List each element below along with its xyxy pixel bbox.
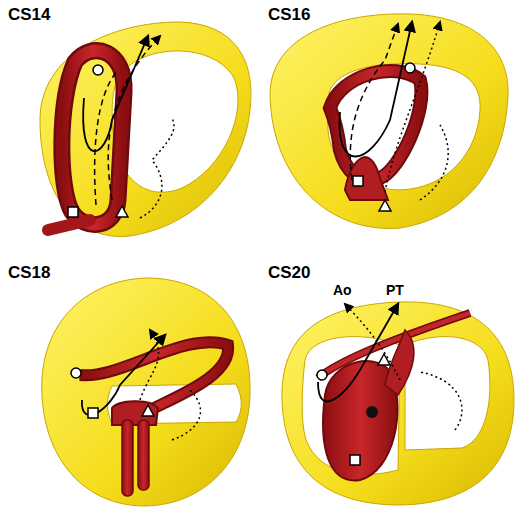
label-holder: CS20 bbox=[268, 264, 311, 283]
stage-label: CS16 bbox=[268, 6, 311, 25]
stage-label: CS20 bbox=[268, 264, 311, 283]
stage-label: CS14 bbox=[8, 6, 51, 25]
label-holder: PT bbox=[386, 283, 404, 298]
label-holder: CS18 bbox=[8, 264, 51, 283]
panel-cs14 bbox=[40, 22, 251, 236]
vessel-label: PT bbox=[386, 283, 404, 298]
stage-label: CS18 bbox=[8, 264, 51, 283]
panel-cs16 bbox=[270, 14, 508, 229]
label-holder: CS14 bbox=[8, 6, 51, 25]
label-holder: CS16 bbox=[268, 6, 311, 25]
panel-cs18 bbox=[42, 278, 250, 506]
panel-cs20 bbox=[282, 302, 514, 505]
label-holder: Ao bbox=[333, 283, 352, 298]
vessel-label: Ao bbox=[333, 283, 352, 298]
